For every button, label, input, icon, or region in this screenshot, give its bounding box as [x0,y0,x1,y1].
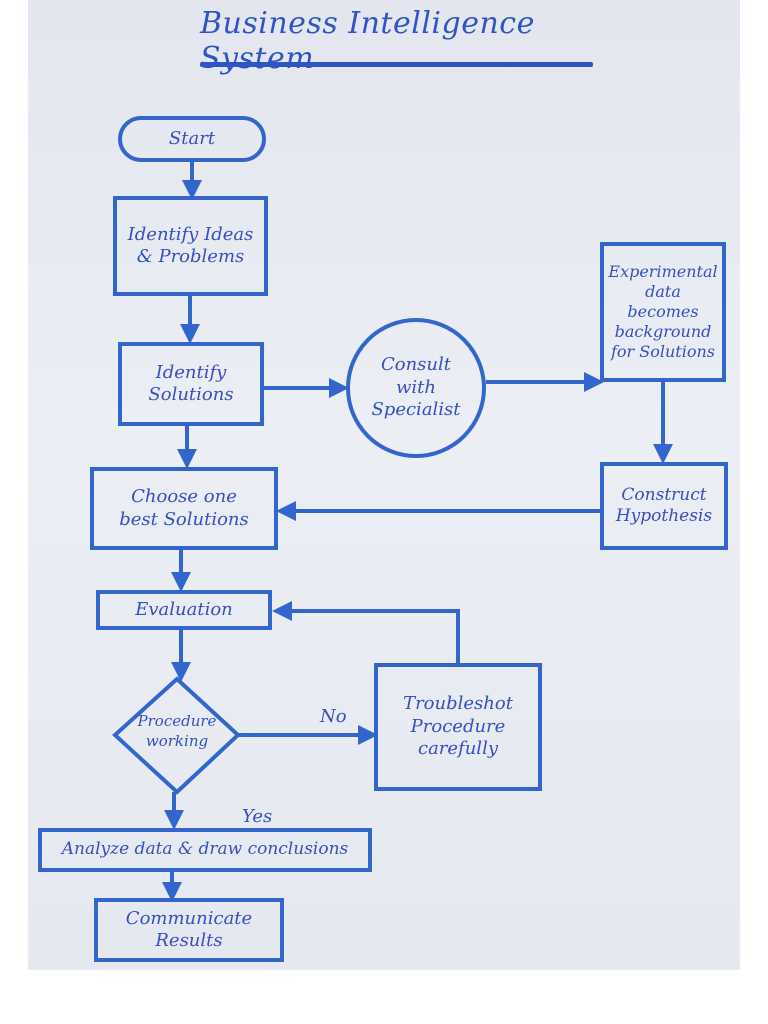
node-choose-best: Choose one best Solutions [90,467,278,550]
node-analyze-data: Analyze data & draw conclusions [38,828,372,872]
node-procedure-working: Procedure working [137,712,217,750]
node-communicate-results: Communicate Results [94,898,284,962]
node-consult-specialist: Consult with Specialist [346,318,486,458]
edge-label-yes: Yes [242,806,273,827]
node-identify-ideas: Identify Ideas & Problems [113,196,268,296]
edge-troubleshoot-to-evaluation [272,601,460,663]
decision-procedure-shape [112,676,241,795]
node-evaluation: Evaluation [96,590,272,630]
node-start: Start [118,116,266,162]
title-underline [200,62,593,67]
edge-label-no: No [320,706,347,727]
node-troubleshoot: Troubleshot Procedure carefully [374,663,542,791]
node-identify-solutions: Identify Solutions [118,342,264,426]
node-experimental-data: Experimental data becomes background for… [600,242,726,382]
node-construct-hypothesis: Construct Hypothesis [600,462,728,550]
